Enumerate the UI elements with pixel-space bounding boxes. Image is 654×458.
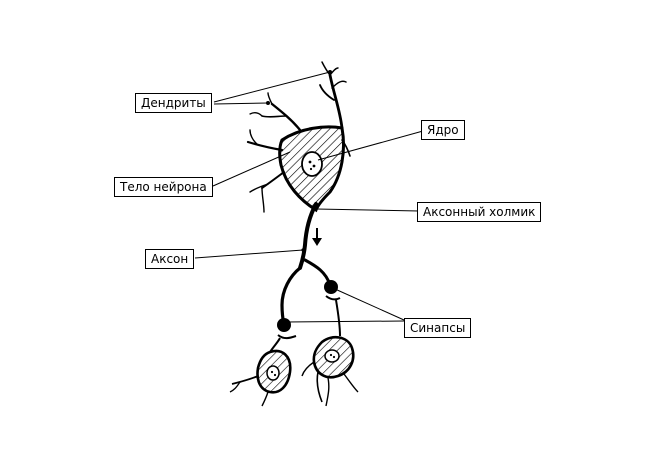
postsynaptic-neuron-left: [229, 337, 292, 407]
label-cell-body: Тело нейрона: [114, 177, 213, 197]
dendrites: [246, 61, 351, 213]
label-dendrites: Дендриты: [135, 93, 212, 113]
axon-direction-arrow: [312, 228, 322, 246]
axon: [280, 202, 332, 327]
label-nucleus: Ядро: [421, 120, 465, 140]
leader-dots: [266, 70, 332, 252]
leader-lines: [194, 71, 424, 323]
label-axon: Аксон: [145, 249, 195, 269]
postsynaptic-neuron-right: [301, 299, 359, 407]
label-axon-hillock: Аксонный холмик: [417, 202, 542, 222]
label-synapses: Синапсы: [404, 318, 472, 338]
nucleus: [301, 151, 323, 177]
